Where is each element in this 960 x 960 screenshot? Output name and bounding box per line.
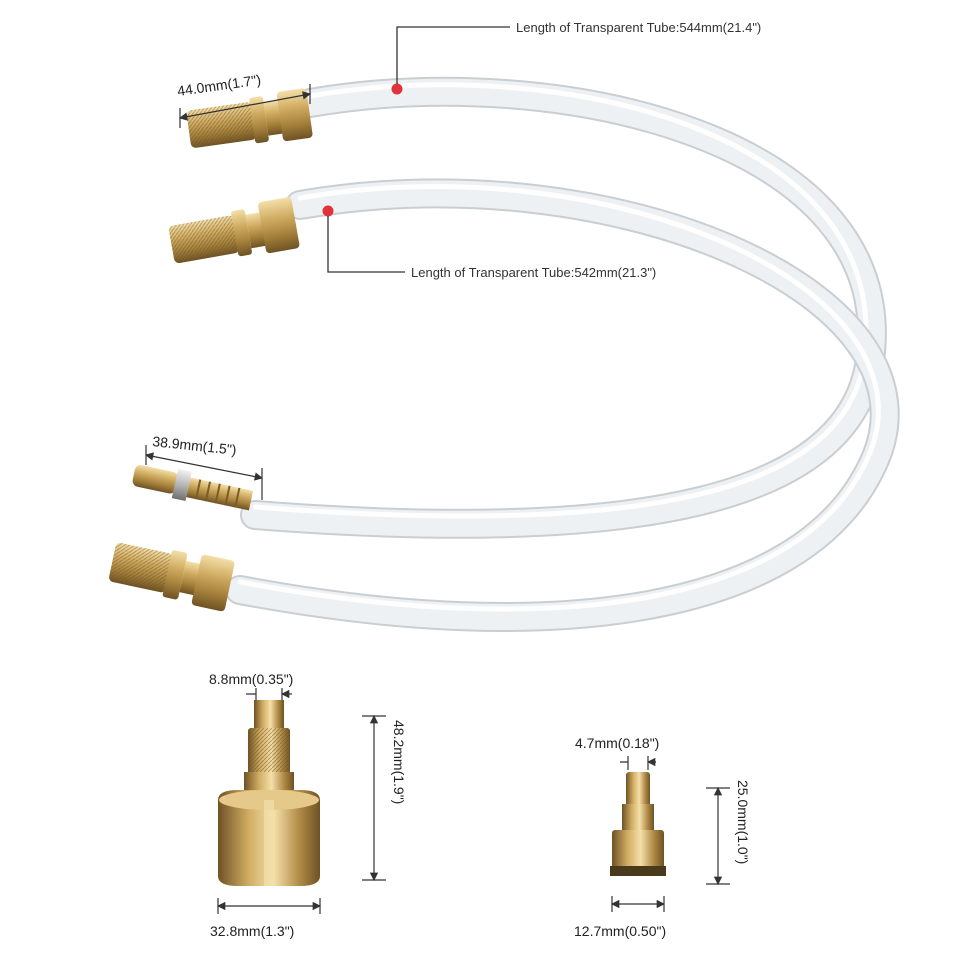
coupler-length-label: 44.0mm(1.7") [176, 71, 262, 99]
quick-coupler-top [186, 88, 313, 148]
large-height-label: 48.2mm(1.9") [391, 720, 407, 804]
marker-dot [322, 205, 334, 217]
marker-dot [391, 83, 403, 95]
plug-length-label: 38.9mm(1.5") [152, 433, 238, 458]
large-fitting-dimensions [216, 688, 386, 914]
quick-plug [132, 465, 254, 511]
quick-coupler-bottom [109, 542, 235, 612]
dimension-lines [144, 84, 312, 500]
small-base-label: 12.7mm(0.50") [574, 923, 666, 939]
tube-length-callouts [322, 26, 510, 273]
large-bore-label: 8.8mm(0.35") [209, 671, 293, 687]
tube2-length-label: Length of Transparent Tube:542mm(21.3") [411, 265, 656, 280]
large-adapter-fitting [218, 700, 320, 886]
small-height-label: 25.0mm(1.0") [735, 780, 751, 864]
quick-coupler-second [169, 197, 300, 264]
small-bore-label: 4.7mm(0.18") [575, 735, 659, 751]
tube-assembly-1 [240, 76, 887, 539]
large-base-label: 32.8mm(1.3") [210, 923, 294, 939]
tube1-length-label: Length of Transparent Tube:544mm(21.4") [516, 20, 761, 35]
small-plug-fitting [610, 772, 666, 876]
small-fitting-dimensions [610, 756, 730, 912]
tube-assembly-2 [225, 178, 900, 632]
